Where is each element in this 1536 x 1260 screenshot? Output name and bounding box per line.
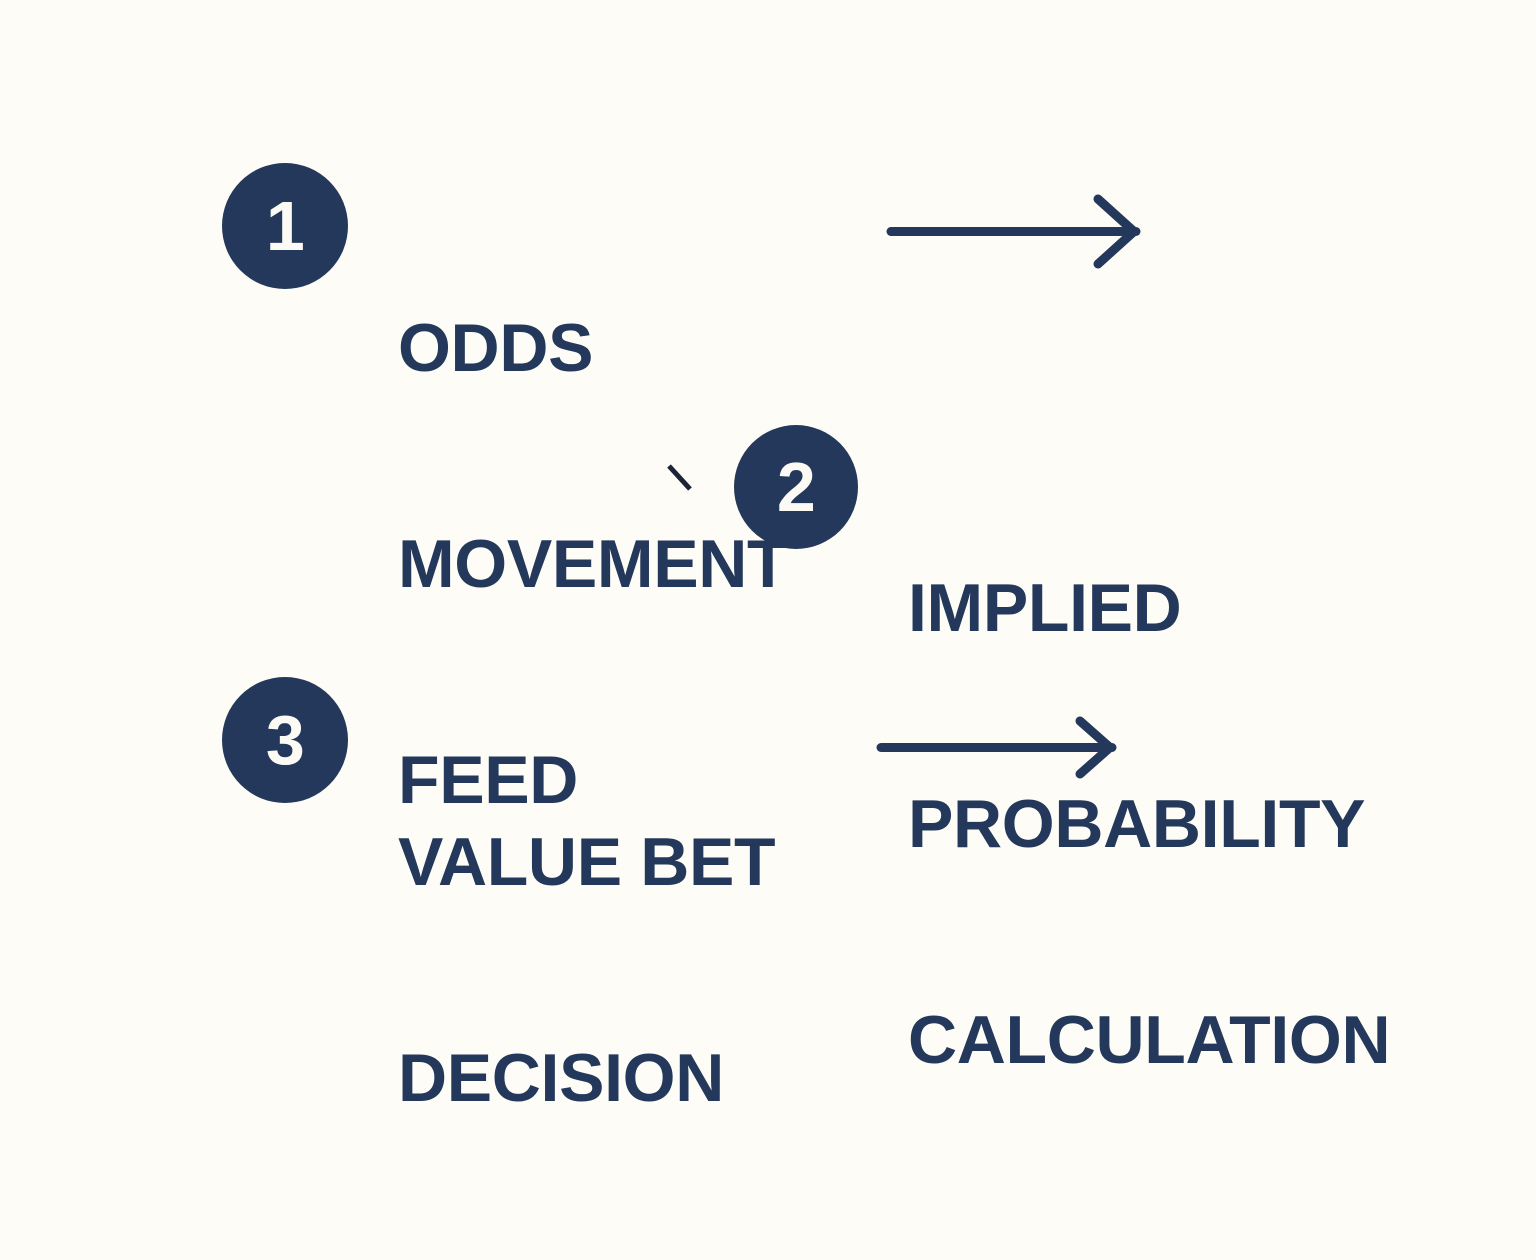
step-3-label-line-2: DECISION [398, 1040, 724, 1116]
step-1-number: 1 [265, 187, 305, 265]
step-2-badge[interactable]: 2 [734, 425, 858, 549]
step-3-label: VALUE BET DECISION [398, 682, 776, 1258]
diagonal-tick-icon [667, 464, 692, 491]
step-2-number: 2 [776, 448, 816, 526]
step-3-label-line-1: VALUE BET [398, 824, 776, 900]
arrow-step-3-forward [876, 716, 1117, 779]
step-1-label-line-1: ODDS [398, 310, 594, 386]
step-2-label: IMPLIED PROBABILITY CALCULATION [908, 428, 1391, 1220]
arrow-step-1-to-2 [886, 194, 1141, 269]
step-2-label-line-2: PROBABILITY [908, 786, 1366, 862]
step-2-label-line-3: CALCULATION [908, 1002, 1391, 1078]
stray-tick-mark [667, 464, 692, 491]
step-1-label: ODDS MOVEMENT FEED [398, 168, 789, 960]
step-1-label-line-3: FEED [398, 742, 578, 818]
arrow-head-chevron [1075, 716, 1115, 779]
step-1-label-line-2: MOVEMENT [398, 526, 789, 602]
step-3-number: 3 [265, 701, 305, 779]
diagram-canvas: 1 ODDS MOVEMENT FEED 2 IMPLIED PROBABILI… [222, 163, 1391, 1114]
step-2-label-line-1: IMPLIED [908, 570, 1182, 646]
step-1-badge[interactable]: 1 [222, 163, 348, 289]
step-3-badge[interactable]: 3 [222, 677, 348, 803]
arrow-head-chevron [1093, 194, 1139, 269]
